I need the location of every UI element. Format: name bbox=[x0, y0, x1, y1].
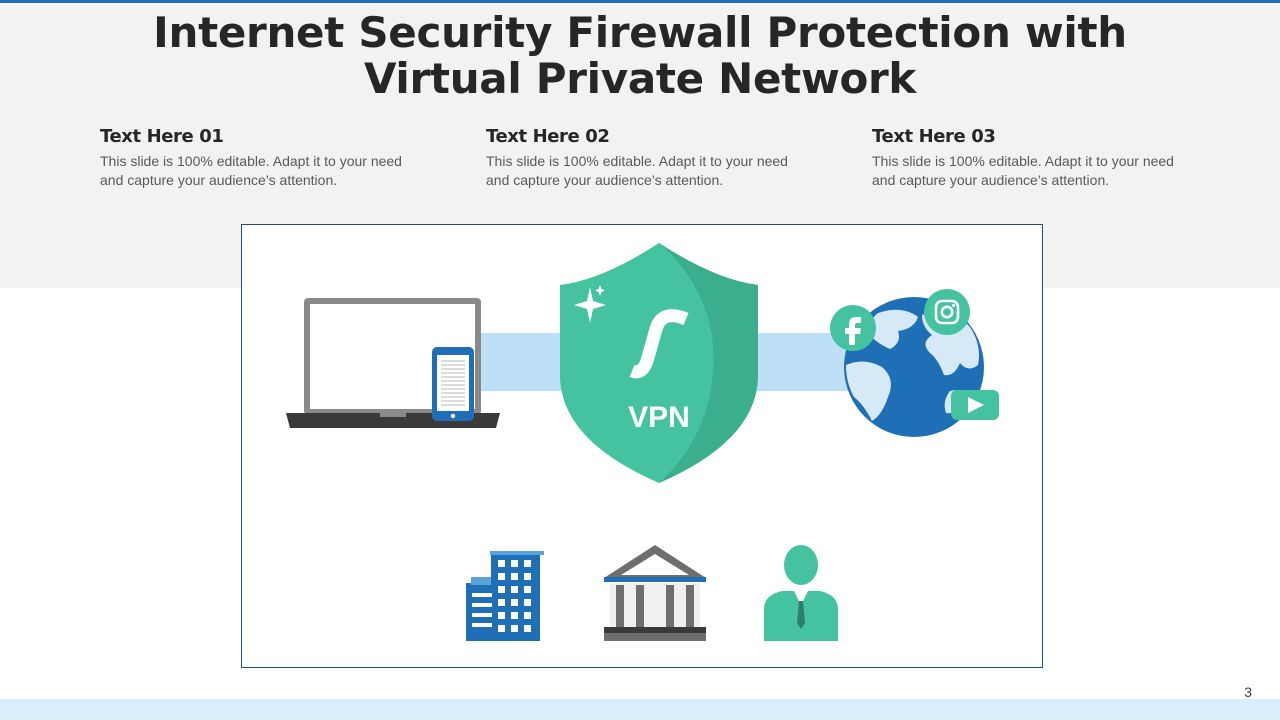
column-body: This slide is 100% editable. Adapt it to… bbox=[486, 153, 788, 188]
shield-label: VPN bbox=[628, 401, 690, 434]
instagram-icon bbox=[924, 289, 970, 335]
column-heading: Text Here 02 bbox=[486, 126, 610, 147]
column-heading: Text Here 03 bbox=[872, 126, 996, 147]
top-accent-bar bbox=[0, 0, 1280, 3]
office-building-icon bbox=[466, 551, 544, 641]
slide-title: Internet Security Firewall Protection wi… bbox=[153, 8, 1127, 103]
bank-icon bbox=[604, 545, 706, 641]
smartphone-icon bbox=[432, 347, 474, 421]
page-number: 3 bbox=[1244, 684, 1252, 700]
illustration-frame: VPN bbox=[241, 224, 1043, 668]
youtube-icon bbox=[951, 390, 999, 420]
footer-band bbox=[0, 699, 1280, 720]
column-heading: Text Here 01 bbox=[100, 126, 224, 147]
facebook-icon bbox=[830, 305, 876, 351]
text-column-3: Text Here 03 This slide is 100% editable… bbox=[872, 126, 1192, 189]
column-body: This slide is 100% editable. Adapt it to… bbox=[100, 153, 402, 188]
user-icon bbox=[764, 545, 838, 641]
text-column-1: Text Here 01 This slide is 100% editable… bbox=[100, 126, 420, 189]
text-column-2: Text Here 02 This slide is 100% editable… bbox=[486, 126, 806, 189]
vpn-shield-icon: VPN bbox=[560, 243, 758, 483]
column-body: This slide is 100% editable. Adapt it to… bbox=[872, 153, 1174, 188]
vpn-illustration: VPN bbox=[286, 243, 999, 641]
